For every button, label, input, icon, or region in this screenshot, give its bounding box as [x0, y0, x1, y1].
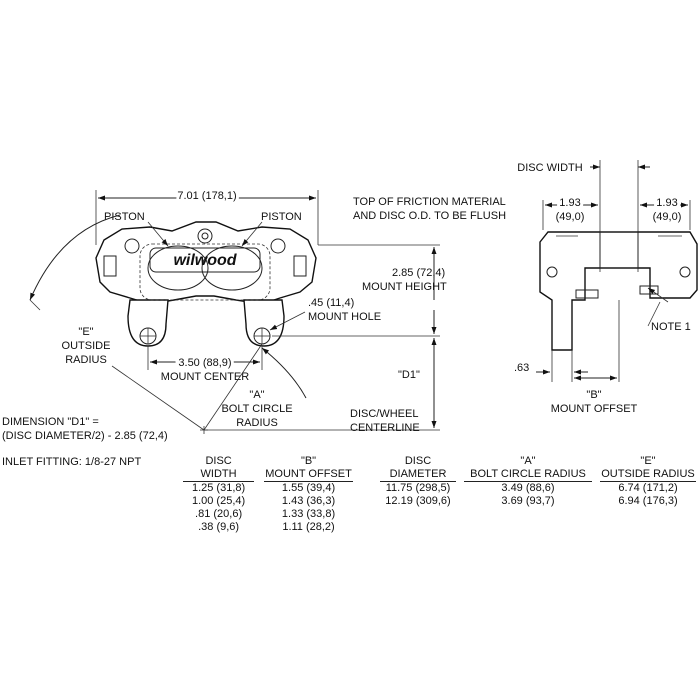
- side-view: DISC WIDTH 1.93 (49,0) 1.93 (49,0) NOTE …: [514, 160, 698, 415]
- note-label: NOTE 1: [651, 321, 691, 333]
- disc-width-label: DISC WIDTH: [517, 162, 582, 174]
- table-row: 1.00 (25,4)1.43 (36,3): [191, 495, 336, 507]
- bleeder-icon: [197, 228, 213, 244]
- overall-width-label: 7.01 (178,1): [177, 190, 236, 202]
- bolt-circle-3: RADIUS: [236, 417, 278, 429]
- table-header: DISC DIAMETER "A" BOLT CIRCLE RADIUS "E"…: [380, 455, 696, 482]
- table-row: 1.25 (31,8)1.55 (39,4): [191, 482, 336, 494]
- mount-offset-1: "B": [586, 389, 601, 401]
- mount-ear-right: [243, 299, 285, 347]
- small-dim: .63: [514, 362, 529, 374]
- table-row: 12.19 (309,6)3.69 (93,7)6.94 (176,3): [385, 495, 678, 507]
- left-dim-1: 1.93: [559, 197, 580, 209]
- mount-hole-dim: .45 (11,4): [308, 297, 354, 309]
- bolt-circle-2: BOLT CIRCLE: [221, 403, 292, 415]
- outside-radius-3: RADIUS: [65, 354, 107, 366]
- right-dim-1: 1.93: [656, 197, 677, 209]
- table-header: DISC WIDTH "B" MOUNT OFFSET: [183, 455, 353, 482]
- d1-label: "D1": [398, 369, 420, 381]
- logo-label: wilwood: [173, 252, 237, 269]
- bolt-circle-1: "A": [249, 389, 264, 401]
- centerline-1: DISC/WHEEL: [350, 408, 418, 420]
- centerline-2: CENTERLINE: [350, 422, 420, 434]
- mount-center-label: MOUNT CENTER: [161, 371, 249, 383]
- table-row: .38 (9,6)1.11 (28,2): [198, 521, 335, 533]
- d1-formula-1: DIMENSION "D1" =: [2, 416, 99, 428]
- mount-height-label: MOUNT HEIGHT: [362, 281, 447, 293]
- piston-left-label: PISTON: [104, 211, 145, 223]
- vertical-dimensions: TOP OF FRICTION MATERIAL AND DISC O.D. T…: [204, 196, 506, 434]
- mount-height-dim: 2.85 (72,4): [392, 267, 445, 279]
- outside-radius-1: "E": [78, 326, 93, 338]
- table-row: 11.75 (298,5)3.49 (88,6)6.74 (171,2): [385, 482, 678, 494]
- mount-offset-2: MOUNT OFFSET: [551, 403, 638, 415]
- fitting-right-icon: [679, 266, 691, 278]
- friction-note-2: AND DISC O.D. TO BE FLUSH: [353, 210, 506, 222]
- table-row: .81 (20,6)1.33 (33,8): [195, 508, 336, 520]
- disc-width-table: DISC WIDTH "B" MOUNT OFFSET 1.25 (31,8)1…: [183, 455, 353, 534]
- fitting-left-icon: [546, 266, 558, 278]
- outside-radius-2: OUTSIDE: [62, 340, 111, 352]
- right-dim-2: (49,0): [653, 211, 682, 223]
- caliper-body: [95, 221, 317, 305]
- left-dim-2: (49,0): [556, 211, 585, 223]
- d1-formula-2: (DISC DIAMETER/2) - 2.85 (72,4): [2, 430, 168, 442]
- mount-center-dim: 3.50 (88,9): [178, 357, 231, 369]
- friction-note-1: TOP OF FRICTION MATERIAL: [353, 196, 506, 208]
- mount-hole-label: MOUNT HOLE: [308, 311, 381, 323]
- piston-area: [139, 243, 271, 301]
- piston-right-label: PISTON: [261, 211, 302, 223]
- inlet-label: INLET FITTING: 1/8-27 NPT: [2, 456, 141, 468]
- front-view: 7.01 (178,1) wilwood PISTON PISTON 3: [29, 187, 381, 434]
- disc-diameter-table: DISC DIAMETER "A" BOLT CIRCLE RADIUS "E"…: [380, 455, 696, 508]
